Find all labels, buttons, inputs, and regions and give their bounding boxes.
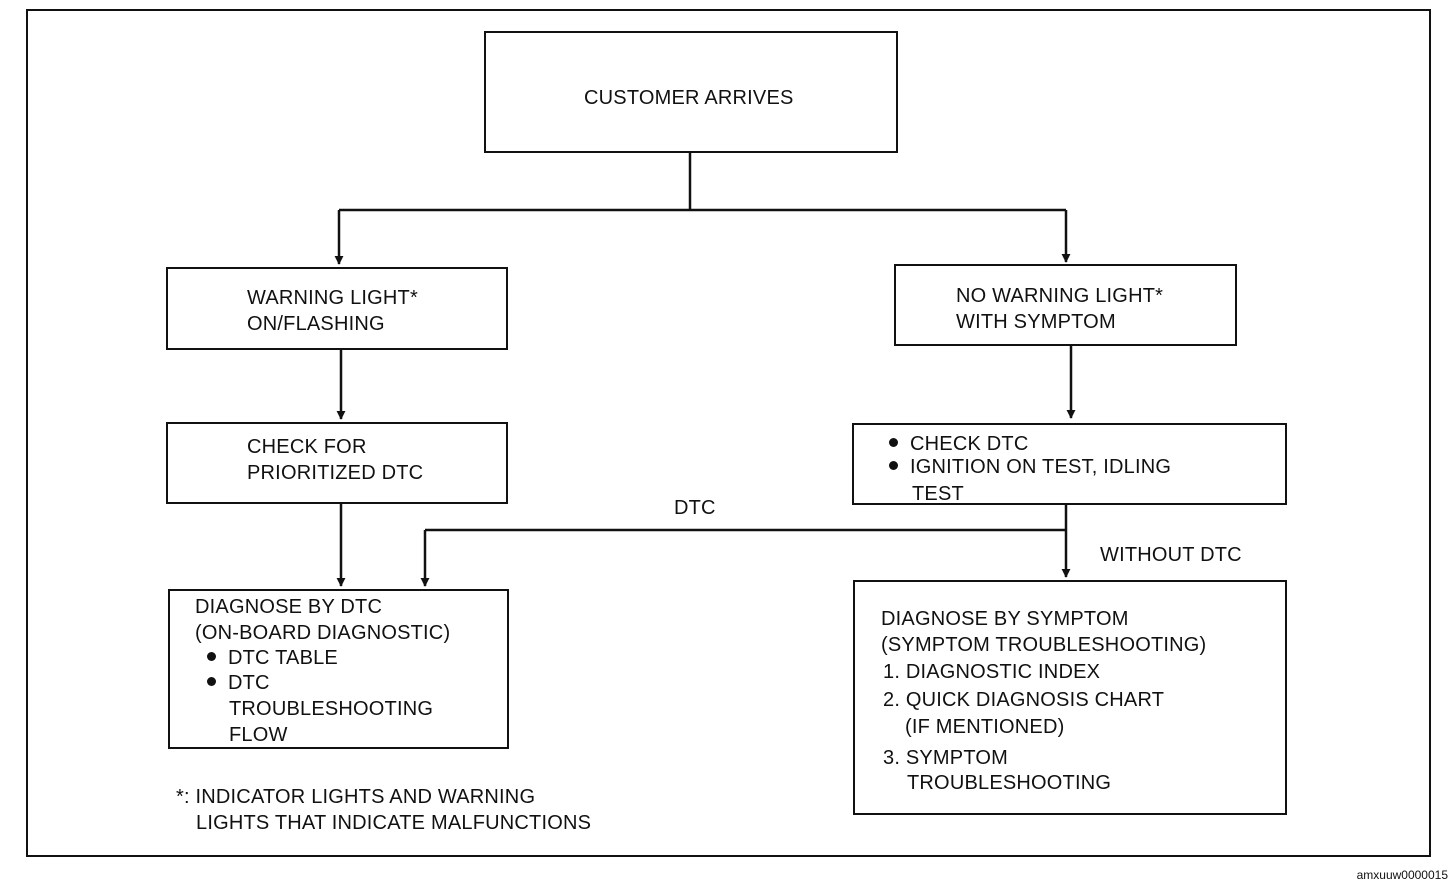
diagram-frame	[26, 9, 1431, 857]
warning-light-label-1: WARNING LIGHT*	[247, 287, 418, 309]
check-prioritized-label-1: CHECK FOR	[247, 436, 367, 458]
dtc-troubleshooting-cont-2: FLOW	[229, 724, 288, 746]
customer-arrives-box	[484, 31, 898, 153]
dtc-edge-label: DTC	[674, 497, 716, 519]
ignition-test-item-cont: TEST	[912, 483, 964, 505]
diagnose-dtc-title: DIAGNOSE BY DTC	[195, 596, 383, 618]
ignition-test-item: IGNITION ON TEST, IDLING	[889, 454, 1171, 480]
dtc-troubleshooting-cont-1: TROUBLESHOOTING	[229, 698, 434, 720]
bullet-icon	[207, 677, 216, 687]
diagnose-symptom-title: DIAGNOSE BY SYMPTOM	[881, 608, 1129, 630]
without-dtc-edge-label: WITHOUT DTC	[1100, 544, 1242, 566]
symptom-step-2-note: (IF MENTIONED)	[905, 716, 1065, 738]
dtc-troubleshooting-item: DTC	[207, 670, 270, 696]
bullet-icon	[889, 461, 898, 471]
footnote-line-2: LIGHTS THAT INDICATE MALFUNCTIONS	[196, 812, 592, 834]
warning-light-label-2: ON/FLASHING	[247, 313, 385, 335]
symptom-step-3: 3. SYMPTOM	[883, 747, 1008, 769]
check-prioritized-label-2: PRIORITIZED DTC	[247, 462, 424, 484]
bullet-icon	[207, 652, 216, 662]
bullet-icon	[889, 438, 898, 448]
diagnose-symptom-subtitle: (SYMPTOM TROUBLESHOOTING)	[881, 634, 1207, 656]
dtc-table-item: DTC TABLE	[207, 645, 338, 671]
no-warning-light-box	[894, 264, 1237, 346]
no-warning-light-label-2: WITH SYMPTOM	[956, 311, 1116, 333]
diagnose-dtc-subtitle: (ON-BOARD DIAGNOSTIC)	[195, 622, 451, 644]
symptom-step-3-cont: TROUBLESHOOTING	[907, 772, 1112, 794]
diagnose-by-symptom-box	[853, 580, 1287, 815]
check-dtc-item: CHECK DTC	[889, 431, 1028, 457]
image-id-label: amxuuw0000015	[1356, 868, 1448, 882]
symptom-step-2: 2. QUICK DIAGNOSIS CHART	[883, 689, 1165, 711]
symptom-step-1: 1. DIAGNOSTIC INDEX	[883, 661, 1101, 683]
customer-arrives-label: CUSTOMER ARRIVES	[584, 87, 794, 109]
footnote-line-1: *: INDICATOR LIGHTS AND WARNING	[176, 786, 536, 808]
no-warning-light-label-1: NO WARNING LIGHT*	[956, 285, 1164, 307]
diagnose-by-dtc-box	[168, 589, 509, 749]
warning-light-box	[166, 267, 508, 350]
check-dtc-box	[852, 423, 1287, 505]
check-prioritized-dtc-box	[166, 422, 508, 504]
